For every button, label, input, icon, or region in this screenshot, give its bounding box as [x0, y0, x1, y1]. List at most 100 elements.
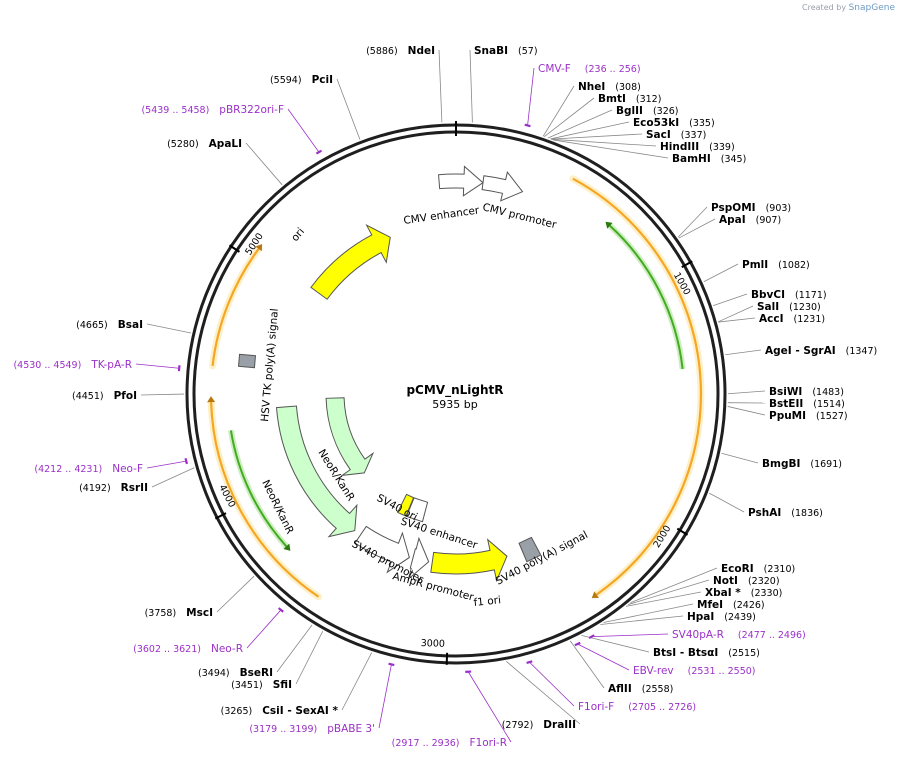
restriction-site[interactable]: BstEII(1514) [728, 398, 845, 410]
site-leader-line [439, 50, 442, 122]
primer[interactable]: F1ori-R(2917 .. 2936) [392, 672, 511, 749]
site-leader-line [277, 625, 312, 672]
primer-leader-line [247, 610, 281, 648]
site-name: MscI [186, 607, 213, 619]
site-leader-line [728, 406, 765, 415]
site-name: BstEII [769, 398, 803, 410]
restriction-site[interactable]: BsaI (4665) [76, 319, 191, 333]
feature-label: CMV enhancer [403, 204, 481, 227]
site-name: SfiI [273, 679, 292, 691]
site-leader-line [709, 493, 744, 512]
tick-label: 3000 [421, 638, 446, 650]
site-name: BsaI [118, 319, 143, 331]
primer-position: (3179 .. 3199) [249, 724, 317, 735]
site-leader-line [551, 134, 642, 139]
cds-green-arc-2[interactable] [231, 430, 290, 550]
restriction-site[interactable]: MscI(3758) [145, 576, 254, 619]
restriction-site[interactable]: HpaI(2439) [600, 611, 756, 625]
plasmid-size: 5935 bp [432, 398, 477, 411]
restriction-site[interactable]: PmlI(1082) [704, 259, 810, 282]
restriction-site[interactable]: SfiI (3451) [231, 631, 323, 691]
primer-position: (2477 .. 2496) [738, 630, 806, 641]
restriction-site[interactable]: SnaBI(57) [470, 45, 538, 122]
site-leader-line [704, 264, 738, 282]
site-position: (5594) [270, 75, 302, 86]
site-leader-line [152, 468, 194, 487]
site-name: PspOMI [711, 202, 756, 214]
site-position: (5280) [167, 139, 199, 150]
restriction-site[interactable]: DraIII(2792) [502, 661, 580, 731]
primer[interactable]: Neo-F(4212 .. 4231) [34, 458, 187, 475]
site-position: (3265) [221, 706, 253, 717]
restriction-site[interactable]: BmtI(312) [544, 93, 661, 137]
site-position: (907) [756, 215, 782, 226]
cds-main-arc[interactable] [573, 179, 701, 598]
feature-label: SV40 poly(A) signal [494, 529, 590, 588]
site-leader-line [713, 294, 747, 306]
primer[interactable]: TK-pA-R(4530 .. 4549) [13, 359, 179, 371]
site-leader-line [718, 306, 753, 322]
restriction-site[interactable]: BsiWI(1483) [728, 386, 844, 398]
cmv-enhancer-arrow[interactable] [439, 166, 483, 195]
site-position: (5886) [366, 46, 398, 57]
restriction-site[interactable]: ApaI (907) [679, 214, 781, 238]
hsv-tk-polya-box[interactable] [239, 354, 256, 367]
site-position: (4665) [76, 320, 108, 331]
site-position: (1527) [816, 411, 848, 422]
site-name: AccI [759, 313, 783, 325]
site-position: (2515) [728, 648, 760, 659]
primer-position: (3602 .. 3621) [133, 644, 201, 655]
site-position: (1231) [793, 314, 825, 325]
feature-label: ori [289, 226, 307, 244]
primer-leader-line [592, 634, 668, 637]
restriction-site[interactable]: ApaLI(5280) [167, 138, 282, 185]
site-name: AflII [608, 683, 632, 695]
site-name: AgeI - SgrAI [765, 345, 836, 357]
primer-name: pBABE 3' [327, 723, 375, 735]
restriction-site[interactable]: PfoI(4451) [72, 390, 184, 402]
site-name: EcoRI [721, 563, 754, 575]
primer-leader-line [578, 644, 629, 670]
site-leader-line [506, 661, 580, 724]
site-position: (1347) [846, 346, 878, 357]
primer-name: CMV-F [538, 63, 571, 75]
site-name: Eco53kI [633, 117, 679, 129]
restriction-site[interactable]: HindIII (339) [552, 139, 735, 153]
site-name: XbaI * [705, 587, 741, 599]
site-position: (339) [709, 142, 735, 153]
site-name: BmgBI [762, 458, 800, 470]
site-name: PpuMI [769, 410, 806, 422]
site-position: (3451) [231, 680, 263, 691]
primer-name: Neo-R [211, 643, 243, 655]
primer[interactable]: SV40pA-R(2477 .. 2496) [589, 629, 806, 641]
primer-name: pBR322ori-F [219, 104, 284, 116]
primer-position: (236 .. 256) [585, 64, 641, 75]
site-name: DraIII [543, 719, 576, 731]
restriction-site[interactable]: BtsI - BtsαI(2515) [581, 635, 759, 659]
restriction-site[interactable]: SacI(337) [551, 129, 706, 141]
site-position: (312) [636, 94, 662, 105]
site-name: ApaI [719, 214, 746, 226]
restriction-site[interactable]: PshAI(1836) [709, 493, 823, 519]
feature-label: CMV promoter [481, 201, 558, 231]
site-name: RsrII [121, 482, 148, 494]
primer-name: Neo-F [112, 463, 143, 475]
ori-arrow[interactable] [311, 225, 390, 299]
site-name: CsiI - SexAI * [262, 705, 338, 717]
site-name: SacI [646, 129, 671, 141]
restriction-site[interactable]: NdeI (5886) [366, 45, 442, 122]
site-leader-line [552, 139, 656, 146]
site-name: PshAI [748, 507, 781, 519]
restriction-site[interactable]: AgeI - SgrAI (1347) [725, 345, 877, 357]
site-name: HindIII [660, 141, 699, 153]
primer-leader-line [468, 672, 511, 742]
site-name: NdeI [408, 45, 435, 57]
site-leader-line [718, 318, 755, 322]
site-leader-line [725, 350, 761, 355]
cmv-promoter-arrow[interactable] [482, 172, 522, 201]
site-leader-line [217, 576, 254, 612]
site-position: (326) [653, 106, 679, 117]
primer-leader-line [379, 664, 391, 728]
restriction-site[interactable]: BmgBI(1691) [721, 453, 841, 470]
